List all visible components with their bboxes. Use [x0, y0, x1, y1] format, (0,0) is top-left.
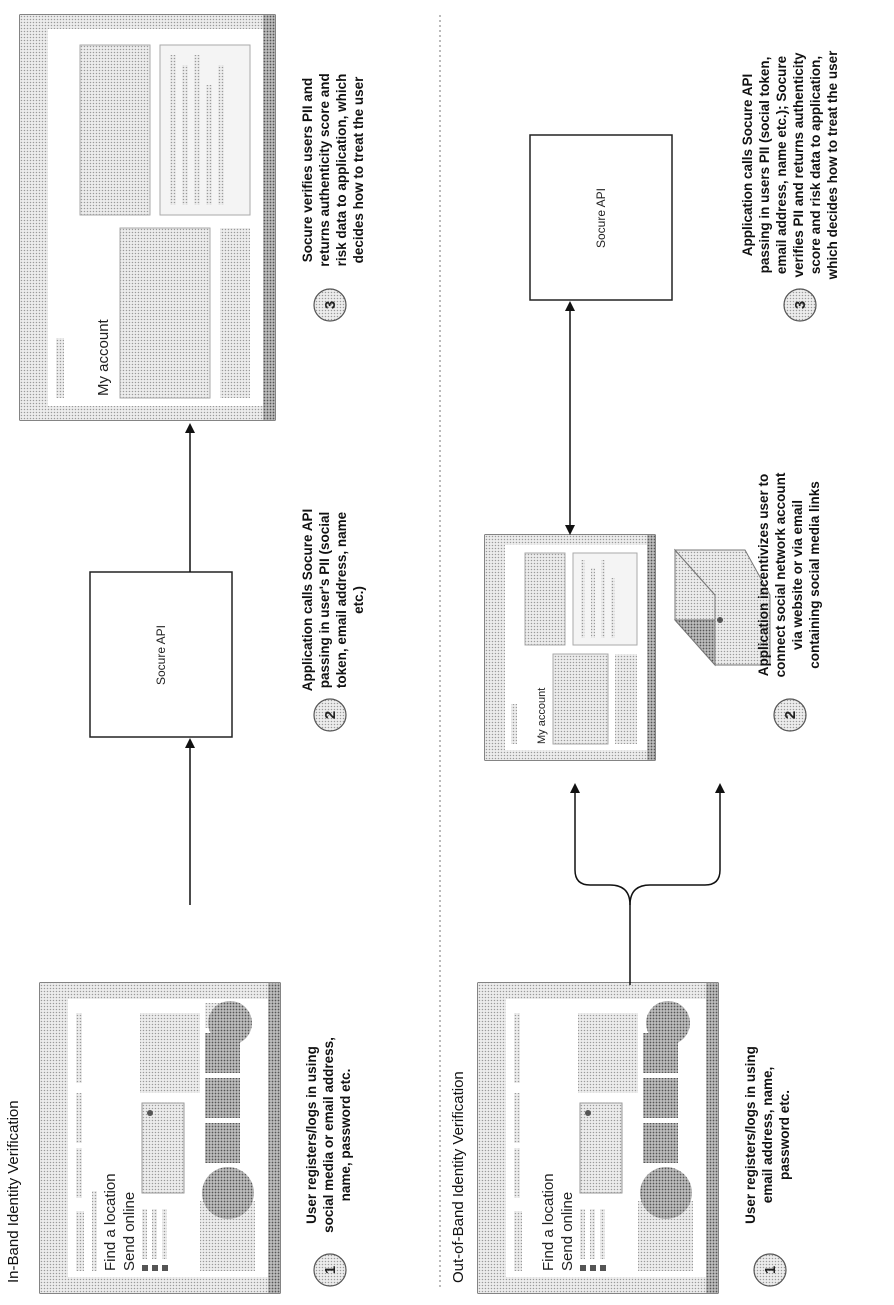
- out-band-step-3-line-6: which decides how to treat the user: [825, 50, 840, 281]
- out-band-step-3-line-3: email address, name etc.); Socure: [774, 55, 789, 274]
- out-band-step-3-line-5: score and risk data to application,: [808, 56, 823, 274]
- in-band-section: In-Band Identity Verification Find a loc…: [5, 14, 366, 1294]
- in-band-socure-api-box: Socure API: [89, 571, 233, 738]
- in-band-step-3-line-4: decides how to treat the user: [351, 76, 366, 264]
- out-band-step-2-line-4: containing social media links: [807, 481, 822, 669]
- out-band-step-1-line-2: email address, name,: [760, 1067, 775, 1204]
- in-band-step-3-line-3: risk data to application, which: [334, 74, 349, 267]
- out-band-step-2-line-1: Application incentivizes user to: [756, 474, 771, 677]
- in-band-step-1: 1 User registers/logs in using social me…: [304, 1037, 353, 1287]
- in-band-step-1-line-2: social media or email address,: [321, 1037, 336, 1233]
- in-band-step-1-line-1: User registers/logs in using: [304, 1046, 319, 1224]
- in-band-api-label: Socure API: [154, 625, 168, 685]
- in-band-screen1-heading: Find a location: [102, 1173, 119, 1271]
- in-band-step-2: 2 Application calls Socure API passing i…: [300, 509, 366, 732]
- out-band-step-2-number: 2: [782, 711, 799, 719]
- in-band-step-2-line-3: token, email address, name: [334, 511, 349, 688]
- out-band-step-2-line-2: connect social network account: [773, 472, 788, 677]
- in-band-title: In-Band Identity Verification: [5, 1100, 22, 1283]
- in-band-login-screenshot: Find a location Send online: [39, 982, 281, 1294]
- out-band-step-1: 1 User registers/logs in using email add…: [743, 1046, 792, 1287]
- in-band-step-2-line-2: passing in user's PII (social: [317, 512, 332, 689]
- in-band-step-1-number: 1: [322, 1266, 339, 1274]
- in-band-screen1-subheading: Send online: [121, 1192, 138, 1271]
- in-band-step-2-line-1: Application calls Socure API: [300, 509, 315, 692]
- out-band-step-3-line-2: passing in users PII (social token,: [757, 57, 772, 274]
- in-band-screen3-heading: My account: [95, 318, 112, 396]
- out-band-screen2-heading: My account: [536, 688, 548, 744]
- out-band-step-1-number: 1: [762, 1266, 779, 1274]
- out-band-step-2: 2 Application incentivizes user to conne…: [756, 472, 822, 732]
- out-band-screen1-subheading: Send online: [559, 1192, 576, 1271]
- out-band-section: Out-of-Band Identity Verification Find a…: [450, 50, 840, 1294]
- out-band-step-3: 3 Application calls Socure API passing i…: [740, 50, 840, 322]
- out-band-step-1-line-3: password etc.: [777, 1090, 792, 1180]
- out-band-title: Out-of-Band Identity Verification: [450, 1071, 467, 1283]
- out-band-step-1-line-1: User registers/logs in using: [743, 1046, 758, 1224]
- in-band-step-3-line-2: returns authenticity score and: [317, 73, 332, 267]
- in-band-step-2-number: 2: [322, 711, 339, 719]
- out-band-fork-arrow: [570, 783, 725, 985]
- in-band-step-2-line-4: etc.): [351, 586, 366, 614]
- out-band-login-screenshot: Find a location Send online: [477, 982, 719, 1294]
- in-band-account-screenshot: My account: [19, 14, 276, 421]
- in-band-step-3-line-1: Socure verifies users PII and: [300, 78, 315, 263]
- out-band-screen1-heading: Find a location: [540, 1173, 557, 1271]
- out-band-account-screenshot: My account: [484, 534, 656, 761]
- out-band-socure-api-box: Socure API: [529, 134, 673, 301]
- in-band-step-1-line-3: name, password etc.: [338, 1069, 353, 1202]
- out-band-step-3-line-1: Application calls Socure API: [740, 74, 755, 257]
- out-band-step-3-line-4: verifies PII and returns authenticity: [791, 52, 806, 278]
- out-band-api-label: Socure API: [594, 188, 608, 248]
- in-band-step-3: 3 Socure verifies users PII and returns …: [300, 73, 366, 322]
- in-band-step-3-number: 3: [322, 301, 339, 309]
- out-band-step-3-number: 3: [792, 301, 809, 309]
- envelope-icon: [673, 548, 771, 667]
- out-band-step-2-line-3: via website or via email: [790, 500, 805, 650]
